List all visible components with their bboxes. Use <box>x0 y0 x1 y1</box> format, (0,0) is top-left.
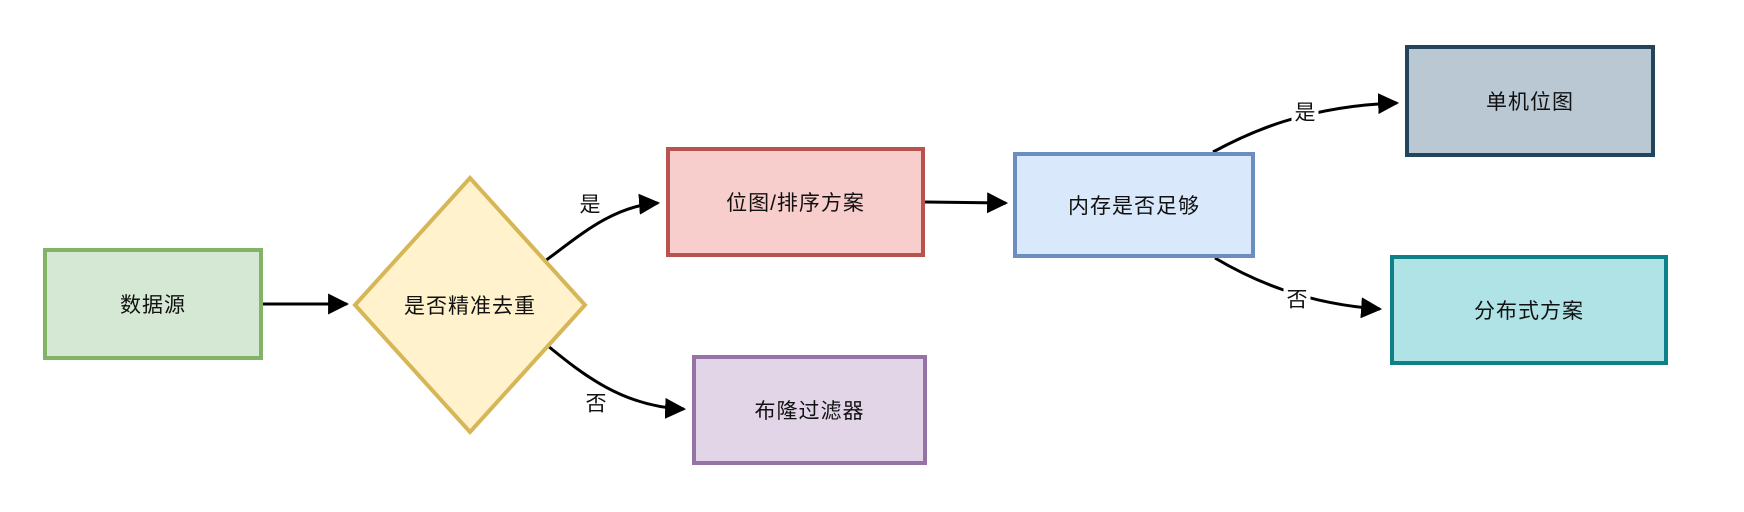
node-decision-memory-enough-label: 内存是否足够 <box>1068 195 1200 218</box>
edge-label-no-distributed[interactable]: 否 <box>1283 288 1311 312</box>
node-decision-precise-dedup-label: 是否精准去重 <box>404 295 536 318</box>
edge-label-yes-bitmap[interactable]: 是 <box>576 193 604 217</box>
edge-label-yes-single[interactable]: 是 <box>1291 101 1319 125</box>
node-bloom-filter-label: 布隆过滤器 <box>754 400 865 423</box>
edge-decision-no-to-bloom[interactable] <box>547 344 687 419</box>
node-single-machine-bitmap[interactable]: 单机位图 <box>1405 45 1655 157</box>
node-decision-precise-dedup[interactable] <box>352 175 588 435</box>
node-data-source[interactable]: 数据源 <box>43 248 263 360</box>
edge-memory-yes-to-single[interactable] <box>1212 93 1400 154</box>
edge-decision-yes-to-bitmap[interactable] <box>544 193 661 263</box>
edge-memory-no-to-distributed[interactable] <box>1214 256 1383 319</box>
edge-label-no-bloom[interactable]: 否 <box>582 392 610 416</box>
edge-bitmap-to-memory[interactable] <box>924 192 1009 214</box>
node-distributed-plan-label: 分布式方案 <box>1474 300 1584 323</box>
node-decision-memory-enough[interactable]: 内存是否足够 <box>1013 152 1255 258</box>
node-bitmap-sort-plan-label: 位图/排序方案 <box>726 192 865 215</box>
node-single-machine-bitmap-label: 单机位图 <box>1486 91 1574 114</box>
node-distributed-plan[interactable]: 分布式方案 <box>1390 255 1668 365</box>
node-bitmap-sort-plan[interactable]: 位图/排序方案 <box>666 147 925 257</box>
node-data-source-label: 数据源 <box>120 294 186 317</box>
node-bloom-filter[interactable]: 布隆过滤器 <box>692 355 927 465</box>
